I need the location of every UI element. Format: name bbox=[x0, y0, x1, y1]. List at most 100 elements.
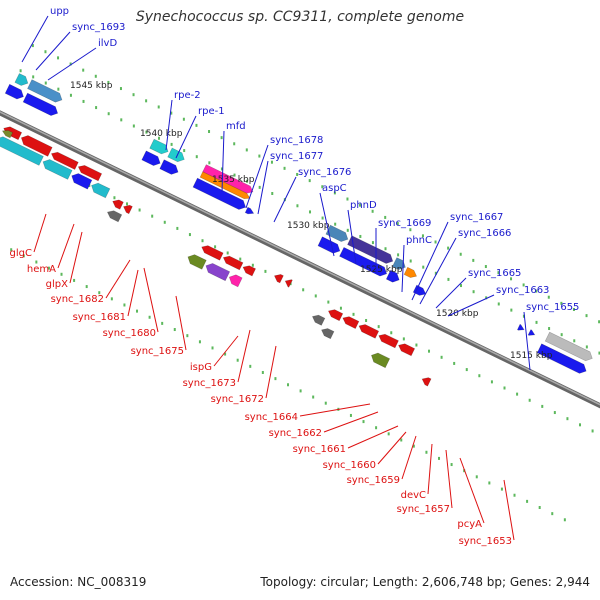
tick-mark bbox=[500, 487, 503, 491]
reverse-gene-arrow bbox=[91, 182, 111, 199]
reverse-gene-arrow bbox=[371, 352, 391, 369]
tick-mark bbox=[572, 307, 575, 311]
tick-mark bbox=[32, 75, 35, 79]
tick-mark bbox=[321, 216, 324, 220]
reverse-gene-leader-line bbox=[427, 443, 433, 495]
reverse-gene-leader-line bbox=[69, 231, 83, 284]
forward-gene-arrow bbox=[544, 331, 593, 362]
reverse-gene-arrow bbox=[378, 333, 399, 349]
tick-mark bbox=[161, 321, 164, 325]
reverse-gene-leader-line bbox=[377, 431, 407, 465]
tick-mark bbox=[94, 74, 97, 78]
forward-gene-arrow bbox=[391, 257, 406, 270]
reverse-gene-leader-line bbox=[299, 403, 371, 417]
tick-mark bbox=[274, 377, 277, 381]
tick-mark bbox=[314, 294, 317, 298]
tick-mark bbox=[170, 111, 173, 115]
reverse-gene-label: sync_1664 bbox=[245, 412, 298, 423]
forward-gene-leader-line bbox=[411, 221, 449, 301]
forward-gene-leader-line bbox=[273, 176, 297, 223]
tick-mark bbox=[309, 210, 312, 214]
tick-mark bbox=[384, 215, 387, 219]
tick-mark bbox=[69, 93, 72, 97]
tick-mark bbox=[585, 314, 588, 318]
tick-mark bbox=[57, 56, 60, 60]
reverse-gene-arrow bbox=[228, 274, 243, 288]
forward-gene-label: sync_1667 bbox=[450, 212, 503, 223]
reverse-gene-arrow bbox=[0, 136, 44, 166]
forward-gene-leader-line bbox=[419, 237, 457, 305]
tick-mark bbox=[107, 112, 110, 116]
forward-gene-arrow bbox=[517, 323, 525, 331]
tick-mark bbox=[299, 389, 302, 393]
tick-mark bbox=[19, 69, 22, 73]
tick-mark bbox=[598, 351, 600, 355]
scale-label: 1520 kbp bbox=[436, 309, 479, 319]
tick-mark bbox=[566, 417, 569, 421]
reverse-gene-arrow bbox=[421, 377, 432, 387]
tick-mark bbox=[472, 290, 475, 294]
forward-gene-arrow bbox=[192, 177, 246, 210]
tick-mark bbox=[233, 173, 236, 177]
tick-mark bbox=[182, 117, 185, 121]
forward-gene-leader-line bbox=[175, 115, 197, 159]
tick-mark bbox=[145, 99, 148, 103]
tick-mark bbox=[44, 50, 47, 54]
reverse-gene-arrow bbox=[284, 279, 293, 288]
reverse-gene-arrow bbox=[342, 316, 360, 330]
reverse-gene-leader-line bbox=[33, 213, 47, 253]
forward-gene-arrow bbox=[14, 73, 29, 86]
forward-gene-arrow bbox=[202, 164, 254, 194]
tick-mark bbox=[10, 248, 13, 252]
tick-mark bbox=[591, 429, 594, 433]
tick-mark bbox=[287, 383, 290, 387]
tick-mark bbox=[157, 105, 160, 109]
tick-mark bbox=[261, 370, 264, 374]
tick-mark bbox=[211, 346, 214, 350]
tick-mark bbox=[126, 202, 129, 206]
reverse-gene-label: sync_1682 bbox=[51, 294, 104, 305]
tick-mark bbox=[283, 166, 286, 170]
tick-mark bbox=[73, 278, 76, 282]
forward-gene-label: sync_1678 bbox=[270, 135, 323, 146]
tick-mark bbox=[513, 493, 516, 497]
tick-mark bbox=[136, 309, 139, 313]
tick-mark bbox=[447, 246, 450, 250]
tick-mark bbox=[60, 272, 63, 276]
tick-mark bbox=[528, 398, 531, 402]
forward-gene-label: phnC bbox=[406, 235, 432, 246]
tick-mark bbox=[510, 308, 513, 312]
tick-mark bbox=[422, 265, 425, 269]
scale-label: 1525 kbp bbox=[360, 265, 403, 275]
tick-mark bbox=[224, 352, 227, 356]
genome-summary-text: Topology: circular; Length: 2,606,748 bp… bbox=[260, 575, 590, 589]
reverse-gene-arrow bbox=[20, 135, 53, 157]
tick-mark bbox=[465, 368, 468, 372]
forward-gene-arrow bbox=[244, 206, 255, 215]
forward-gene-arrow bbox=[4, 83, 24, 100]
tick-mark bbox=[402, 337, 405, 341]
tick-mark bbox=[425, 450, 428, 454]
reverse-gene-arrow bbox=[77, 165, 103, 182]
reverse-gene-arrow bbox=[358, 324, 380, 339]
reverse-gene-label: pcyA bbox=[457, 519, 482, 530]
tick-mark bbox=[113, 196, 116, 200]
reverse-gene-label: sync_1661 bbox=[293, 444, 346, 455]
tick-mark bbox=[220, 167, 223, 171]
tick-mark bbox=[450, 463, 453, 467]
tick-mark bbox=[384, 247, 387, 251]
tick-mark bbox=[296, 172, 299, 176]
tick-mark bbox=[82, 68, 85, 72]
tick-mark bbox=[547, 295, 550, 299]
tick-mark bbox=[98, 291, 101, 295]
reverse-gene-leader-line bbox=[57, 223, 75, 269]
tick-mark bbox=[387, 432, 390, 436]
tick-mark bbox=[236, 358, 239, 362]
reverse-gene-label: sync_1672 bbox=[211, 394, 264, 405]
reverse-gene-label: sync_1659 bbox=[347, 475, 400, 486]
tick-mark bbox=[478, 374, 481, 378]
tick-mark bbox=[434, 240, 437, 244]
tick-mark bbox=[409, 228, 412, 232]
tick-mark bbox=[485, 296, 488, 300]
